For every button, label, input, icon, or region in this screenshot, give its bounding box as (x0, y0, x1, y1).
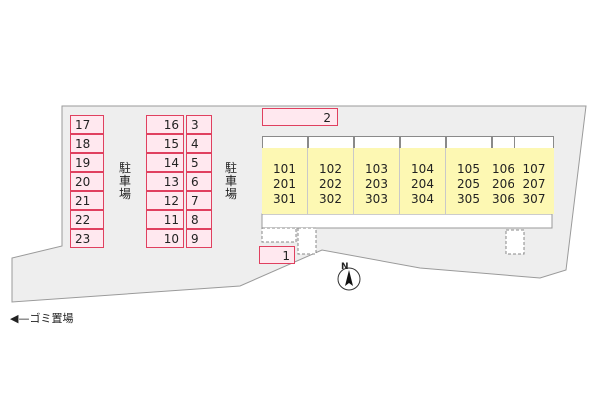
stair-right (505, 229, 525, 255)
balcony (514, 136, 554, 148)
parking-lot: 12 (146, 191, 184, 210)
north-label: N (341, 262, 349, 272)
parking-lot: 7 (186, 191, 212, 210)
parking-lot: 22 (70, 210, 104, 229)
stair-left-landing (261, 227, 297, 243)
parking-lot: 4 (186, 134, 212, 153)
parking-label-left: 駐車場 (118, 161, 131, 201)
parking-lot: 11 (146, 210, 184, 229)
parking-lot: 9 (186, 229, 212, 248)
balcony (308, 136, 354, 148)
parking-lot: 23 (70, 229, 104, 248)
balcony (446, 136, 492, 148)
parking-label-right: 駐車場 (224, 161, 237, 201)
balcony (262, 136, 308, 148)
parking-lot: 17 (70, 115, 104, 134)
parking-lot: 10 (146, 229, 184, 248)
balcony (400, 136, 446, 148)
parking-lot-top: 2 (262, 108, 338, 126)
parking-lot: 19 (70, 153, 104, 172)
parking-lot: 8 (186, 210, 212, 229)
parking-lot: 20 (70, 172, 104, 191)
stair-left (297, 227, 317, 255)
parking-lot: 3 (186, 115, 212, 134)
garbage-area-label: ◀—ゴミ置場 (10, 312, 74, 325)
parking-lot: 13 (146, 172, 184, 191)
parking-lot: 18 (70, 134, 104, 153)
parking-lot: 6 (186, 172, 212, 191)
north-arrow-icon (336, 266, 362, 292)
parking-lot-bottom: 1 (259, 246, 295, 264)
parking-lot: 21 (70, 191, 104, 210)
parking-lot: 14 (146, 153, 184, 172)
parking-lot: 5 (186, 153, 212, 172)
building-walkway (261, 213, 553, 229)
parking-lot: 16 (146, 115, 184, 134)
balcony (354, 136, 400, 148)
parking-lot: 15 (146, 134, 184, 153)
